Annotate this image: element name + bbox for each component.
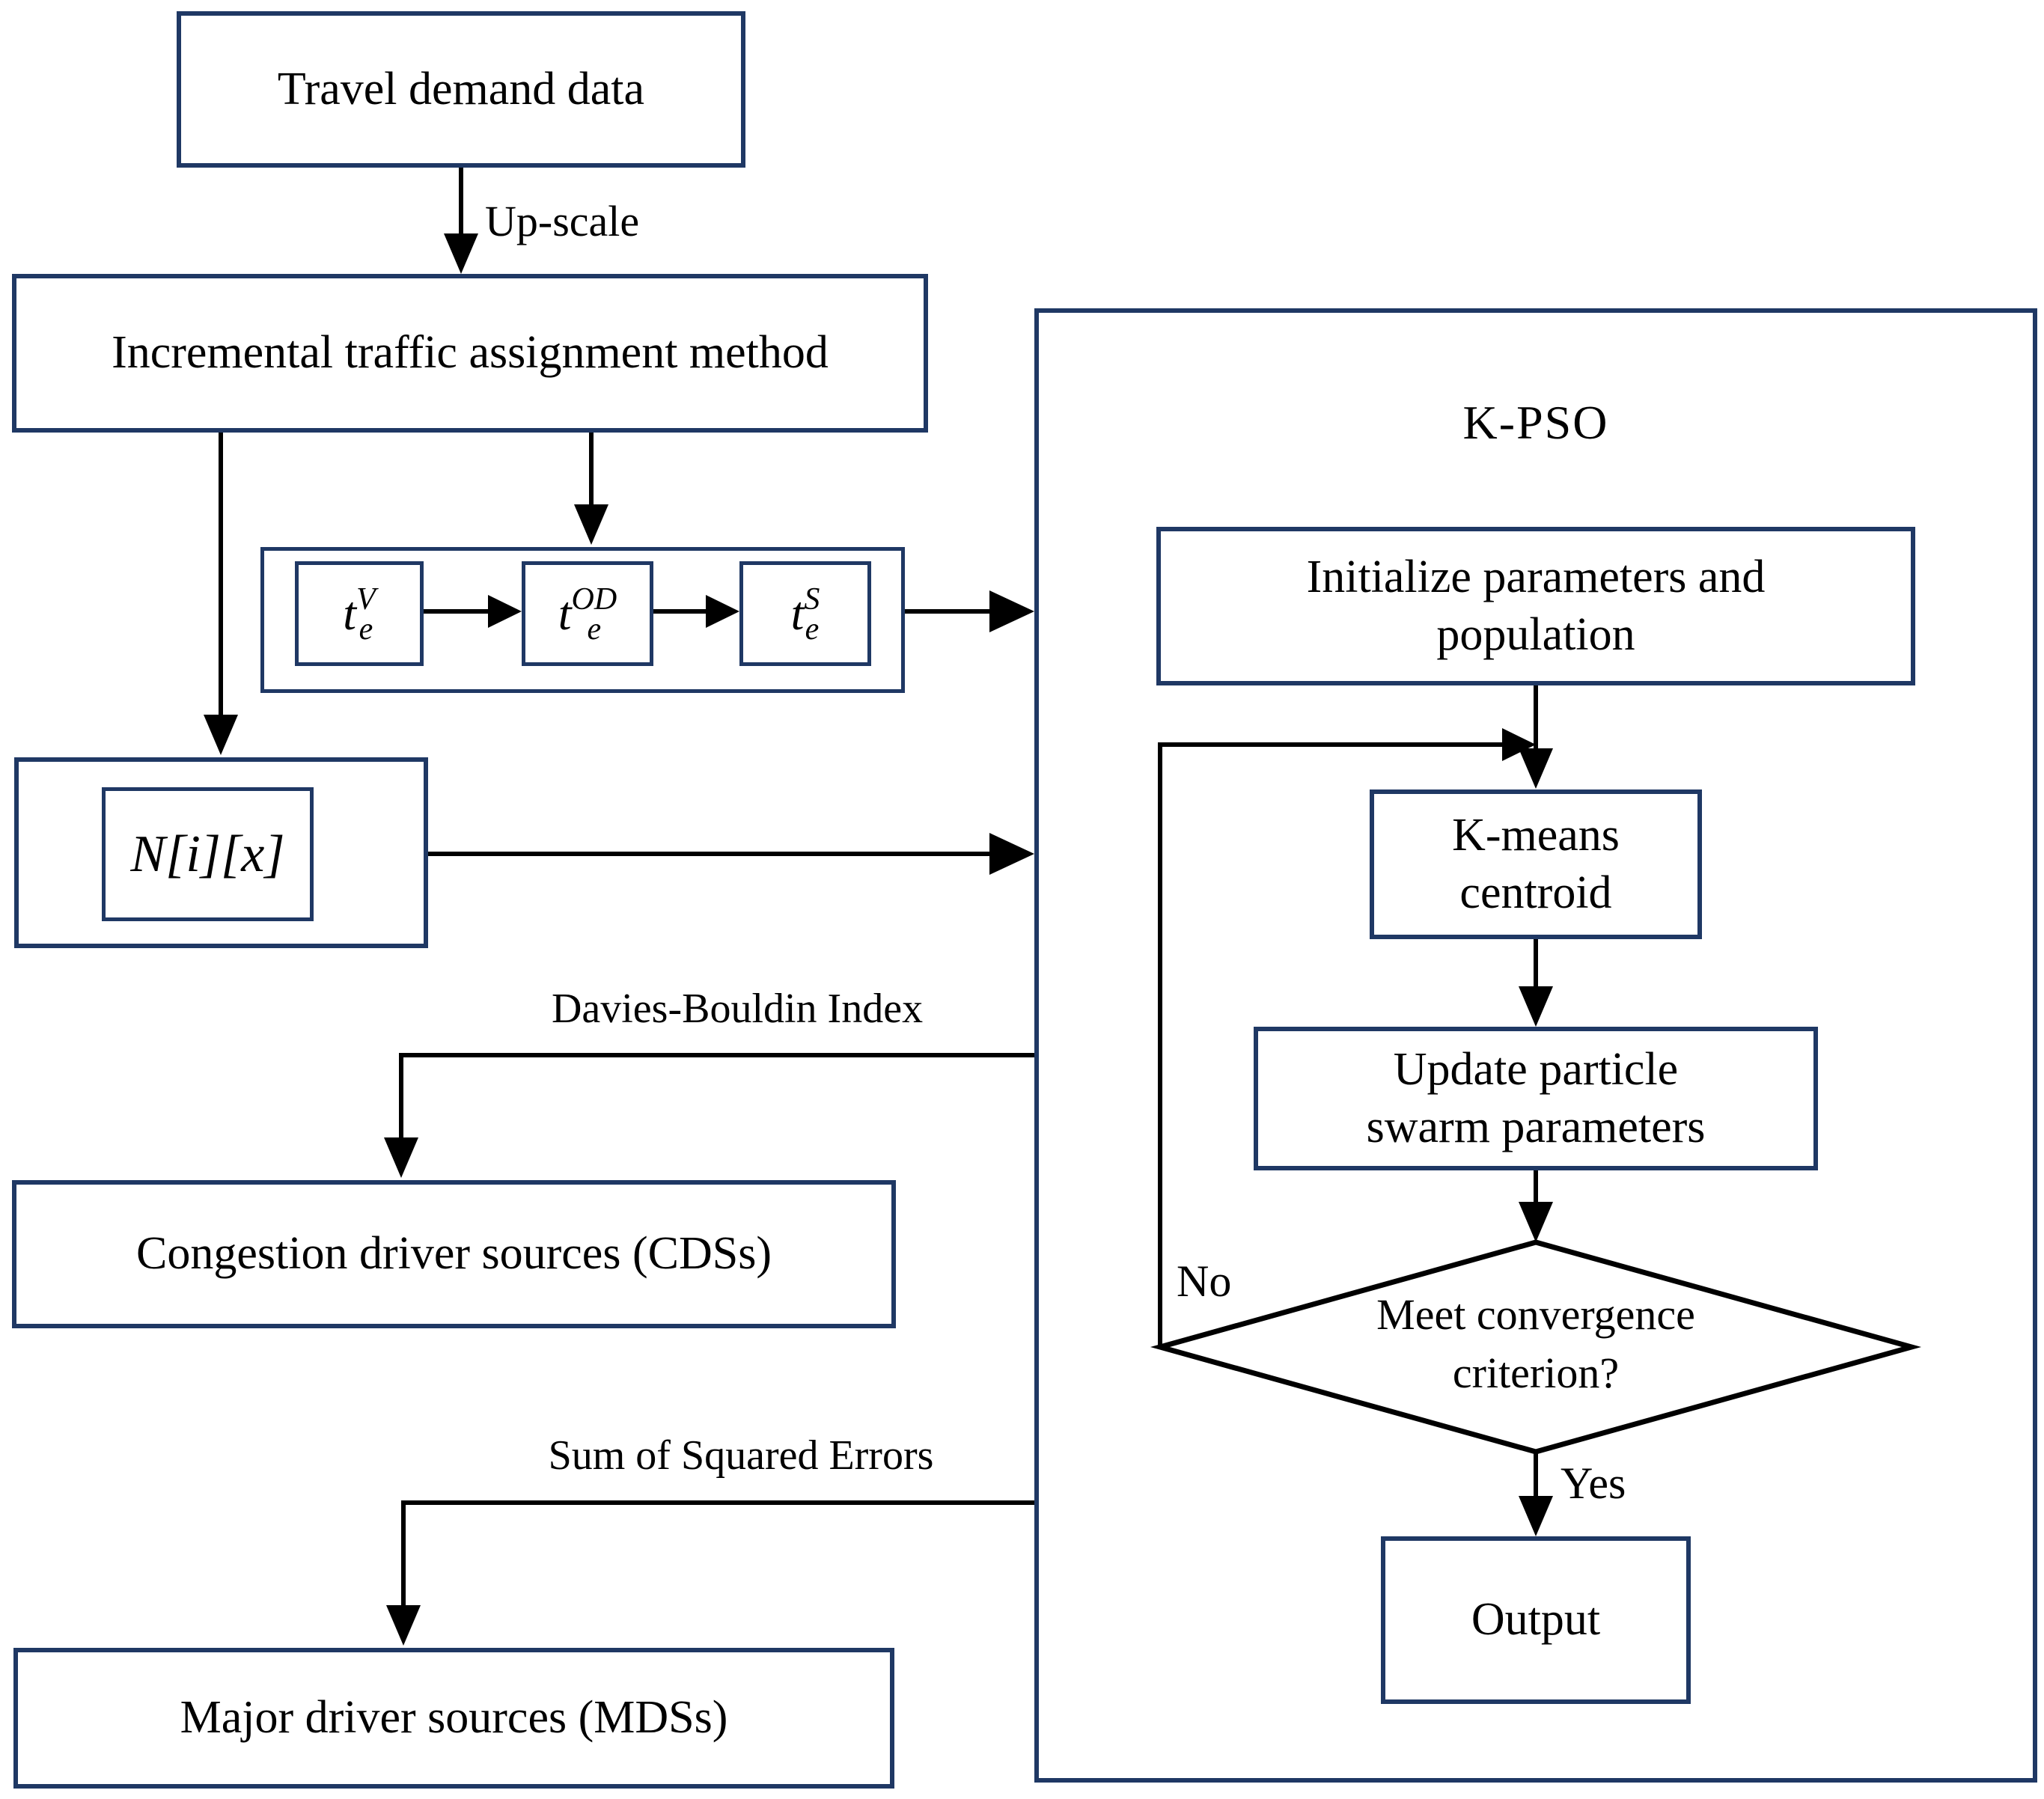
kpso-container [1034,308,2037,1783]
edge-nmatrix-to-kpso-line [428,852,989,856]
edge-sse-arrowhead-icon [386,1605,421,1646]
node-n-matrix-label: N[i][x] [130,825,285,883]
edge-label-upscale: Up-scale [485,197,640,245]
kpso-title: K-PSO [1462,396,1609,449]
node-initialize-parameters-label: Initialize parameters and population [1307,549,1766,665]
edge-tv-to-tod-arrowhead-icon [488,595,522,628]
node-output: Output [1381,1536,1691,1704]
node-major-driver-sources-label: Major driver sources (MDSs) [180,1692,728,1744]
edge-travel-to-ita-line [459,168,463,233]
node-major-driver-sources: Major driver sources (MDSs) [13,1648,894,1789]
edge-pipeline-to-kpso-line [905,609,989,614]
edge-init-to-kmeans-line [1534,685,1538,748]
edge-tv-to-tod-line [424,609,488,614]
node-incremental-traffic-assignment-label: Incremental traffic assignment method [112,327,829,379]
edge-dbi-arrowhead-icon [384,1137,418,1178]
edge-ita-to-nmatrix-arrowhead-icon [204,715,238,755]
node-incremental-traffic-assignment: Incremental traffic assignment method [12,274,928,433]
edge-label-no: No [1177,1256,1232,1306]
node-travel-demand-data-label: Travel demand data [277,63,645,114]
t-e-s-sub: e [805,612,820,647]
edge-dbi-horizontal-line [401,1053,1034,1057]
t-e-v-sub: e [359,612,373,647]
t-e-od-sub: e [587,612,602,647]
t-e-od-sup: OD [571,582,617,617]
node-travel-demand-data: Travel demand data [177,11,745,168]
t-e-v-base: t [343,587,357,640]
edge-sse-horizontal-line [403,1500,1034,1505]
edge-ita-to-pipeline-arrowhead-icon [574,504,608,545]
edge-dbi-vertical-line [399,1053,403,1137]
edge-no-loop-vertical-line [1158,742,1162,1347]
decision-line2: criterion? [1452,1349,1620,1398]
edge-ita-to-nmatrix-line [219,433,223,715]
edge-nmatrix-to-kpso-arrowhead-icon [989,833,1034,875]
edge-label-sum-of-squared-errors: Sum of Squared Errors [548,1432,934,1479]
edge-travel-to-ita-arrowhead-icon [444,233,478,274]
init-line2: population [1436,609,1635,660]
decision-line1: Meet convergence [1376,1290,1695,1339]
edge-no-loop-horizontal-line [1158,742,1504,747]
edge-label-yes: Yes [1561,1459,1626,1508]
kmeans-line1: K-means [1452,809,1620,861]
init-line1: Initialize parameters and [1306,551,1766,602]
node-congestion-driver-sources-label: Congestion driver sources (CDSs) [136,1228,772,1280]
update-line1: Update particle [1393,1043,1679,1095]
edge-tod-to-ts-line [653,609,706,614]
t-e-od-base: t [558,587,572,640]
edge-update-to-decision-arrowhead-icon [1519,1202,1553,1242]
t-e-s-sup: S [804,582,820,617]
node-update-particle-swarm: Update particle swarm parameters [1254,1027,1818,1170]
node-kmeans-centroid: K-means centroid [1370,789,1702,939]
t-e-s-base: t [790,587,805,640]
node-initialize-parameters: Initialize parameters and population [1156,527,1915,685]
t-e-v-sup: V [356,582,376,617]
edge-pipeline-to-kpso-arrowhead-icon [989,590,1034,632]
node-output-label: Output [1471,1594,1601,1646]
edge-ita-to-pipeline-line [589,433,594,504]
node-update-particle-swarm-label: Update particle swarm parameters [1367,1041,1706,1157]
edge-decision-to-output-arrowhead-icon [1519,1496,1553,1536]
edge-kmeans-to-update-arrowhead-icon [1519,986,1553,1027]
edge-decision-to-output-line [1534,1452,1538,1496]
edge-update-to-decision-line [1534,1170,1538,1202]
edge-sse-vertical-line [401,1500,406,1605]
node-n-matrix: N[i][x] [102,787,314,921]
edge-tod-to-ts-arrowhead-icon [706,595,739,628]
update-line2: swarm parameters [1366,1102,1706,1152]
edge-kmeans-to-update-line [1534,939,1538,986]
edge-label-davies-bouldin-index: Davies-Bouldin Index [551,986,924,1032]
kmeans-line2: centroid [1459,867,1612,918]
edge-no-loop-arrowhead-icon [1502,728,1536,761]
node-kmeans-centroid-label: K-means centroid [1452,807,1620,923]
node-decision-label: Meet convergence criterion? [1376,1286,1695,1403]
node-congestion-driver-sources: Congestion driver sources (CDSs) [12,1180,896,1328]
